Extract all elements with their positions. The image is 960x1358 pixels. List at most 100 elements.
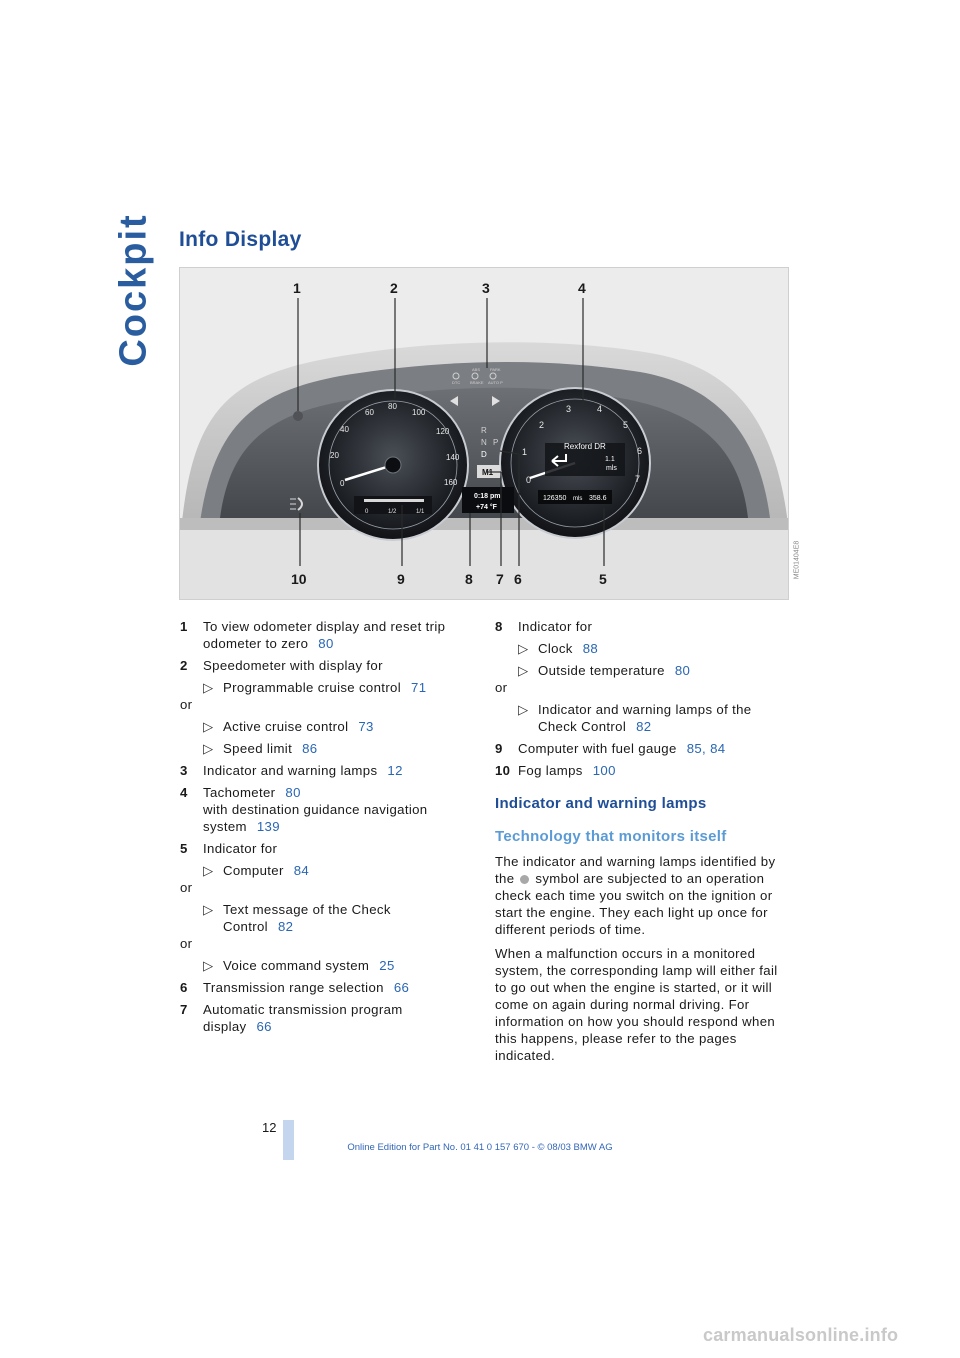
page-link[interactable]: 80 [674,663,691,678]
triangle-bullet-icon: ▷ [203,958,214,973]
speedo-tick-160: 160 [444,478,458,487]
page-link[interactable]: 86 [302,741,318,756]
page-link[interactable]: 88 [582,641,599,656]
speedo-tick-0: 0 [340,479,345,488]
tacho-tick-6: 6 [637,446,642,456]
trip-value: 358.6 [589,495,607,502]
page-link[interactable]: 82 [636,719,652,734]
section-title: Info Display [179,228,302,251]
instrument-cluster-figure: 0 20 40 60 80 100 120 140 160 0 1/2 1/1 … [179,267,789,600]
page-link[interactable]: 80 [318,636,334,651]
legend-item-7: 7 Automatic transmission program display… [180,1002,403,1034]
callout-10: 10 [291,571,307,587]
page-number: 12 [262,1120,277,1135]
subheading: Indicator and warning lamps [495,795,707,812]
triangle-bullet-icon: ▷ [518,663,529,678]
nav-unit: mls [606,465,617,472]
triangle-bullet-icon: ▷ [203,680,214,695]
tacho-tick-1: 1 [522,447,527,457]
page-link[interactable]: 66 [256,1019,272,1034]
triangle-bullet-icon: ▷ [203,902,214,917]
paragraph-2: When a malfunction occurs in a monitored… [495,946,778,1063]
page-link[interactable]: 73 [358,719,374,734]
page-link[interactable]: 85, 84 [686,741,726,756]
svg-text:P: P [493,438,498,447]
check-dot-icon [520,875,530,884]
subsubheading: Technology that monitors itself [495,828,727,845]
page-link[interactable]: 84 [293,863,310,878]
callout-4: 4 [578,280,586,296]
page-link[interactable]: 80 [285,785,301,800]
speedo-tick-40: 40 [340,425,349,434]
triangle-bullet-icon: ▷ [203,863,214,878]
tacho-tick-7: 7 [635,474,640,484]
watermark: carmanualsonline.info [703,1325,899,1345]
page-link[interactable]: 25 [379,958,395,973]
speedo-tick-20: 20 [330,451,339,460]
page-link[interactable]: 82 [277,919,294,934]
tacho-tick-5: 5 [623,420,628,430]
paragraph-1: The indicator and warning lamps identifi… [495,854,776,937]
speedo-tick-100: 100 [412,408,426,417]
callout-1: 1 [293,280,301,296]
page-link[interactable]: 71 [411,680,427,695]
triangle-bullet-icon: ▷ [203,741,214,756]
odometer-unit: mls [573,496,582,502]
nav-distance: 1.1 [605,456,615,463]
callout-8: 8 [465,571,473,587]
page-link[interactable]: 12 [387,763,403,778]
svg-text:DTC: DTC [452,380,460,385]
svg-text:BRAKE: BRAKE [470,380,484,385]
legend-item-1: 1 To view odometer display and reset tri… [180,619,446,651]
fuel-0: 0 [365,509,369,515]
warning-lamps: DTC BRAKE AUTO P ABS PARK [450,367,503,406]
tacho-tick-2: 2 [539,420,544,430]
speedometer-dial: 0 20 40 60 80 100 120 140 160 0 1/2 1/1 [317,389,469,541]
fuel-full: 1/1 [416,509,425,515]
triangle-bullet-icon: ▷ [203,719,214,734]
chapter-side-title: Cockpit [112,213,156,366]
svg-text:R: R [481,426,487,435]
figure-code: ME01404E8 [793,540,801,580]
svg-text:+74 °F: +74 °F [476,503,498,511]
speedo-tick-140: 140 [446,453,460,462]
nav-destination: Rexford DR [564,442,606,451]
odometer-value: 126350 [543,495,566,502]
page-marker-bar [283,1120,294,1160]
callout-9: 9 [397,571,405,587]
page-link[interactable]: 100 [592,763,616,778]
svg-text:D: D [481,450,487,459]
speedo-tick-60: 60 [365,408,374,417]
page-link[interactable]: 139 [256,819,280,834]
footer-edition: Online Edition for Part No. 01 41 0 157 … [347,1142,613,1153]
tacho-tick-4: 4 [597,404,602,414]
svg-text:ABS: ABS [472,367,480,372]
speedo-tick-120: 120 [436,427,450,436]
svg-text:0:18 pm: 0:18 pm [474,493,500,500]
triangle-bullet-icon: ▷ [518,641,529,656]
fuel-half: 1/2 [388,509,397,515]
callout-6: 6 [514,571,522,587]
callout-5: 5 [599,571,607,587]
tacho-tick-0: 0 [526,475,531,485]
callout-2: 2 [390,280,398,296]
legend-left-column: 1 To view odometer display and reset tri… [180,618,455,1040]
page-link[interactable]: 66 [393,980,410,995]
chapter-side-title-text: Cockpit [112,213,155,367]
legend-item-2: 2 Speedometer with display for ▷Programm… [180,657,455,757]
